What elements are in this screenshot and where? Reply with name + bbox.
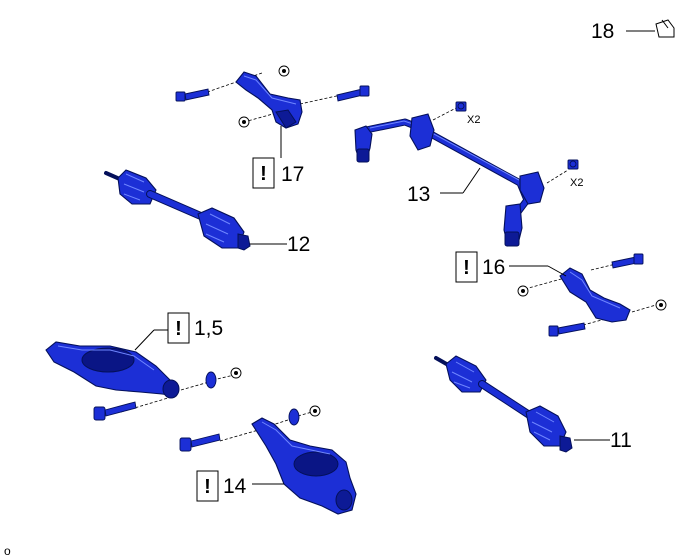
warning-icon-17: !	[260, 163, 267, 185]
callout-1-5-group: ! 1,5	[167, 312, 223, 344]
callout-17: 17	[281, 163, 304, 186]
callout-14-group: ! 14	[196, 470, 247, 502]
part-14-lower-arm	[179, 405, 357, 515]
callout-11: 11	[610, 429, 632, 452]
warning-icon-14: !	[204, 476, 211, 498]
washer-14	[288, 408, 300, 426]
washer-1-5	[205, 371, 217, 389]
warning-icon-16: !	[463, 257, 470, 279]
part-12-drive-shaft: 12	[104, 169, 310, 256]
bolt-13b	[567, 159, 579, 170]
part-13-stabilizer-bar: X2 X2 13	[354, 101, 583, 247]
bolt-1-5	[93, 401, 137, 421]
warning-icon-1-5: !	[175, 318, 182, 340]
bolt-16a	[611, 253, 644, 269]
nut-17b	[238, 116, 250, 128]
callout-13: 13	[407, 183, 430, 206]
warning-box-14	[196, 470, 219, 502]
callout-16-group: ! 16	[455, 251, 505, 283]
nut-16b	[655, 299, 667, 311]
part-1-5-lower-arm	[45, 329, 242, 421]
callout-18-group: 18	[591, 19, 675, 43]
footer-mark: o	[4, 544, 11, 558]
bolt-14	[179, 433, 221, 452]
bolt-17a	[175, 88, 210, 102]
nut-17a	[278, 65, 290, 77]
grease-can-icon	[655, 19, 675, 38]
callout-1-5: 1,5	[194, 317, 223, 340]
callout-12: 12	[287, 233, 310, 256]
callout-17-group: ! 17	[252, 157, 304, 189]
callout-14: 14	[223, 475, 247, 498]
quantity-13b: X2	[570, 177, 583, 189]
bolt-16b	[548, 322, 586, 337]
bolt-13a	[455, 101, 467, 112]
quantity-13a: X2	[467, 114, 480, 126]
bolt-17b	[336, 85, 370, 102]
part-16-arm	[509, 253, 667, 337]
warning-box-16	[455, 251, 478, 283]
warning-box-17	[252, 157, 275, 189]
part-11-drive-shaft: 11	[434, 355, 632, 453]
nut-16a	[517, 285, 529, 297]
part-17-bracket	[175, 65, 370, 158]
nut-14	[309, 405, 321, 417]
callout-16: 16	[482, 256, 505, 279]
nut-1-5	[230, 367, 242, 379]
warning-box-1-5	[167, 312, 190, 344]
callout-18: 18	[591, 20, 614, 43]
